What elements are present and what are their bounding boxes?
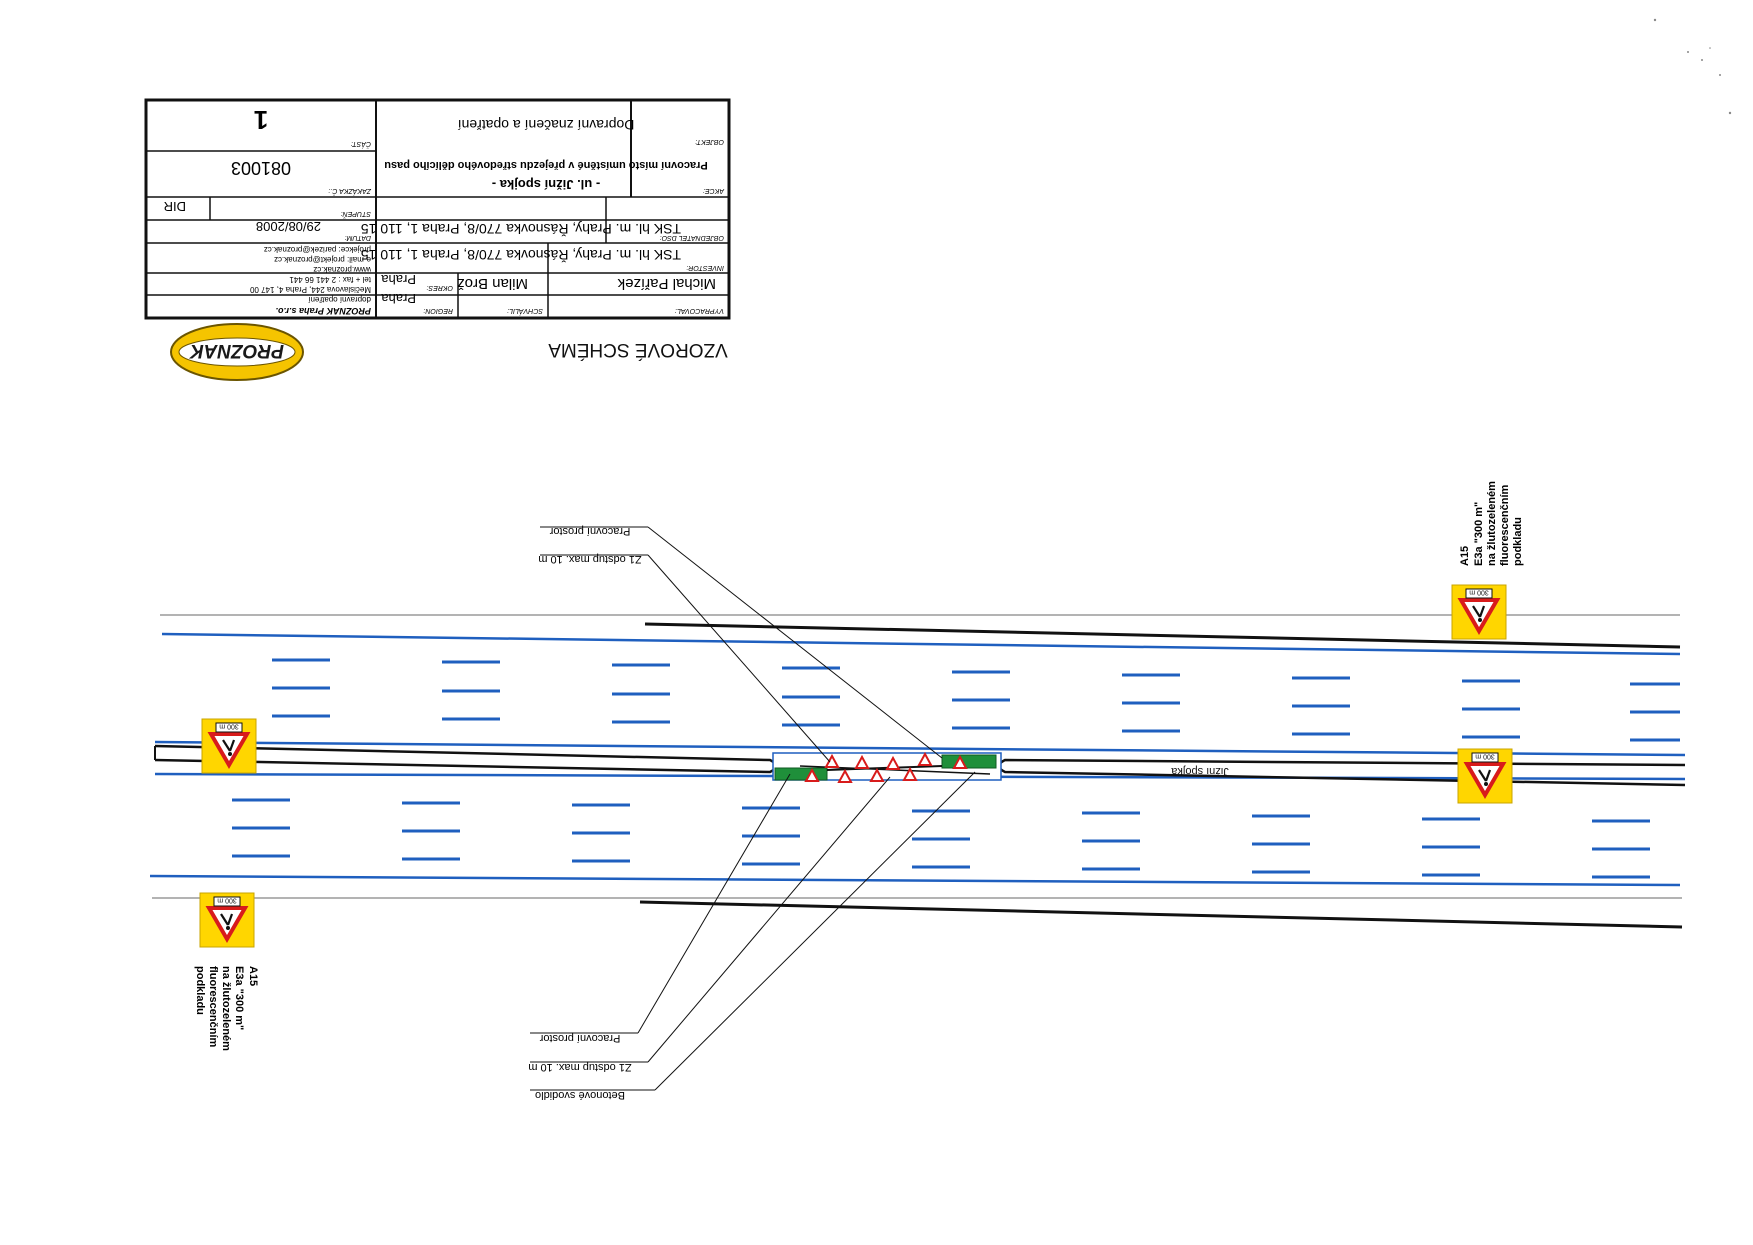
company-block: PROZNAK Praha s.r.o. dopravní opatření M…	[249, 245, 372, 316]
label-z1-odstup-bottom: Z1 odstup max. 10 m	[528, 1061, 631, 1073]
objednatel-value: TSK hl. m. Prahy, Řásnovka 770/8, Praha …	[361, 221, 681, 237]
sign-e3a-line1-top: E3a "300 m"	[1473, 502, 1485, 566]
sign-e3a-line2-top: na žlutozeleném	[1486, 481, 1498, 566]
lane-dashes-lower	[232, 798, 1650, 879]
work-area-right	[941, 754, 997, 769]
objednatel-label: OBJEDNATEL DSO:	[660, 234, 724, 241]
roadworks-sign-icon	[198, 891, 256, 949]
proznak-logo: PROZNAK	[170, 323, 304, 381]
scan-speckles	[1653, 18, 1732, 115]
label-pracovni-prostor-bottom: Pracovní prostor	[539, 1032, 620, 1044]
sign-description-top-right: A15 E3a "300 m" na žlutozeleném fluoresc…	[1459, 481, 1524, 566]
vypracoval-value: Michal Pařízek	[617, 275, 716, 292]
akce-line2: Pracovní místo umístěné v přejezdu střed…	[384, 159, 707, 171]
schvalil-value: Milan Brož	[457, 275, 528, 292]
investor-value: TSK hl. m. Prahy, Řásnovka 770/8, Praha …	[361, 247, 681, 263]
sign-a15-right-median	[1456, 747, 1514, 805]
okres-label: OKRES:	[426, 284, 453, 291]
akce-line1: - ul. Jižní spojka -	[492, 177, 600, 192]
roadworks-sign-icon	[200, 717, 258, 775]
sign-e3a-line2-bottom: na žlutozeleném	[220, 966, 232, 1051]
label-z1-odstup-top: Z1 odstup max. 10 m	[538, 553, 641, 565]
company-line-4: tel + fax : 2 441 66 441	[289, 275, 371, 284]
stupen-label: STUPEŇ:	[341, 210, 371, 219]
schvalil-label: SCHVÁLIL:	[507, 307, 543, 316]
company-line-6: e-mail: projekt@proznak.cz	[274, 255, 371, 264]
region-value: Praha	[381, 291, 416, 306]
label-betonove-svodidlo: Betonové svodidlo	[535, 1089, 625, 1101]
logo-text: PROZNAK	[189, 340, 284, 361]
company-line-7: projekce: parizek@proznak.cz	[264, 245, 371, 254]
cast-label: ČÁST:	[351, 140, 371, 149]
datum-label: DATUM:	[345, 234, 371, 241]
sign-description-bottom-left: A15 E3a "300 m" na žlutozeleném fluoresc…	[194, 966, 259, 1051]
lane-dashes-upper	[272, 658, 1680, 742]
zakazka-label: ZAKÁZKA Č.:	[328, 187, 372, 196]
company-line-3: Mečislavova 244, Praha 4, 147 00	[249, 285, 371, 294]
company-line-5: www.proznak.cz	[313, 265, 372, 274]
sign-e3a-line3-bottom: fluorescenčním	[207, 966, 219, 1048]
okres-value: Praha	[381, 272, 416, 287]
sign-a15-label-bottom: A15	[247, 966, 259, 986]
label-pracovni-prostor-top: Pracovní prostor	[549, 525, 630, 537]
sign-a15-top-right	[1450, 583, 1508, 641]
sign-e3a-line4-bottom: podkladu	[194, 966, 206, 1015]
objekt-label: OBJEKT:	[695, 138, 724, 145]
investor-label: INVESTOR:	[686, 264, 724, 271]
work-area-left	[774, 767, 828, 781]
title-block: VYPRACOVAL: Michal Pařízek SCHVÁLIL: Mil…	[144, 98, 731, 320]
sign-a15-left-median	[200, 717, 258, 775]
vypracoval-label: VYPRACOVAL:	[675, 307, 724, 314]
sign-e3a-line3-top: fluorescenčním	[1499, 484, 1511, 566]
roadworks-sign-icon	[1450, 583, 1508, 641]
company-line-1: PROZNAK Praha s.r.o.	[275, 306, 371, 316]
datum-value: 29/08/2008	[256, 219, 321, 234]
schema-title: VZOROVÉ SCHÉMA	[548, 339, 728, 360]
cast-value: 1	[254, 105, 268, 135]
zakazka-value: 081003	[231, 158, 291, 178]
sign-e3a-line4-top: podkladu	[1512, 517, 1524, 566]
sign-e3a-line1-bottom: E3a "300 m"	[233, 966, 245, 1030]
stupen-value: DIR	[164, 199, 186, 214]
work-zone	[772, 752, 1002, 783]
callout-leaders	[530, 526, 976, 1091]
company-line-2: dopravní opatření	[308, 295, 371, 304]
sign-a15-bottom-left	[198, 891, 256, 949]
road-name: Jižní spojka	[1170, 765, 1228, 777]
roadworks-sign-icon	[1456, 747, 1514, 805]
objekt-value: Dopravní značení a opatření	[458, 117, 635, 133]
region-label: REGION:	[423, 307, 453, 314]
akce-label: AKCE:	[703, 187, 725, 194]
sign-a15-label-top: A15	[1459, 546, 1471, 566]
